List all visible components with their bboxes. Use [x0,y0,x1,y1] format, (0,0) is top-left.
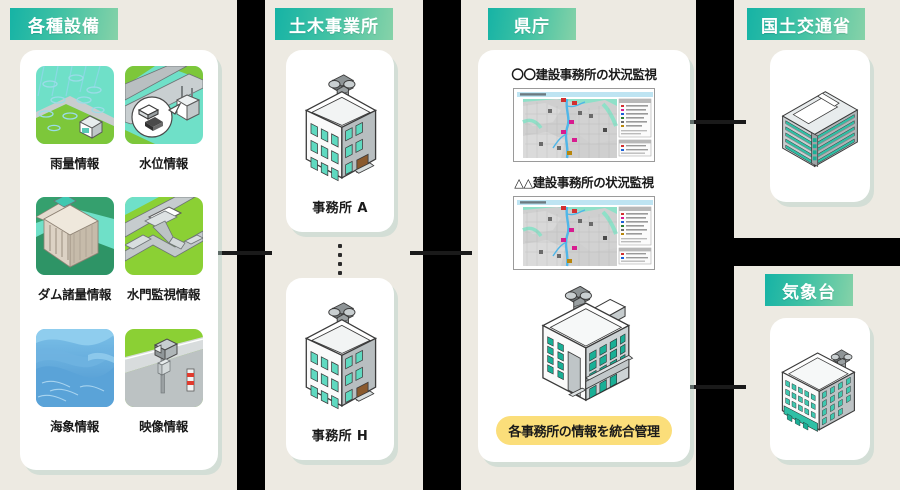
ministry-building-icon [770,50,870,202]
facility-label: 映像情報 [139,418,188,434]
integration-badge: 各事務所の情報を統合管理 [496,416,672,445]
headquarters-building-icon [528,286,640,408]
connector-prefecture-to-mlit [688,120,746,124]
prefecture-card: 〇〇建設事務所の状況監視 [478,50,690,462]
section-title-facilities: 各種設備 [10,8,118,40]
facility-label: ダム諸量情報 [37,287,112,303]
office-label: 事務所 H [311,428,369,444]
floodgate-icon [124,197,203,276]
observatory-building-icon [770,318,870,460]
office-card-h[interactable]: 事務所 H [286,278,394,460]
monitor-title: 〇〇建設事務所の状況監視 [511,67,657,82]
office-card-a[interactable]: 事務所 A [286,50,394,232]
facilities-card: 雨量情報 [20,50,218,470]
section-title-mlit: 国土交通省 [747,8,865,40]
water-level-sensor-icon [124,66,203,144]
facility-label: 海象情報 [50,418,99,434]
mlit-card[interactable] [770,50,870,202]
section-title-prefecture: 県庁 [488,8,576,40]
facilities-grid: 雨量情報 [20,50,218,470]
connector-facilities-to-offices [212,251,272,255]
facility-item-rain[interactable]: 雨量情報 [30,66,119,197]
section-title-offices: 土木事業所 [275,8,393,40]
facility-label: 水位情報 [139,156,188,171]
map-screenshot-icon[interactable] [513,196,655,270]
facility-item-dam[interactable]: ダム諸量情報 [30,197,119,328]
facility-item-floodgate[interactable]: 水門監視情報 [119,197,208,328]
office-building-icon [295,73,385,191]
office-building-icon [295,301,385,419]
sea-wave-icon [35,328,114,407]
connector-offices-to-prefecture [410,251,472,255]
facility-item-water-level[interactable]: 水位情報 [119,66,208,197]
office-label: 事務所 A [312,200,368,216]
ellipsis-dots [336,244,344,275]
facility-item-sea[interactable]: 海象情報 [30,328,119,460]
connector-prefecture-to-jma [688,385,746,389]
section-title-jma: 気象台 [765,274,853,306]
facility-label: 雨量情報 [50,156,99,171]
monitor-title: △△建設事務所の状況監視 [514,175,654,190]
camera-pole-icon [124,328,203,407]
map-screenshot-icon[interactable] [513,88,655,162]
rain-gauge-icon [35,66,114,144]
facility-label: 水門監視情報 [126,287,201,303]
facility-item-camera[interactable]: 映像情報 [119,328,208,460]
dam-icon [35,197,114,276]
jma-card[interactable] [770,318,870,460]
